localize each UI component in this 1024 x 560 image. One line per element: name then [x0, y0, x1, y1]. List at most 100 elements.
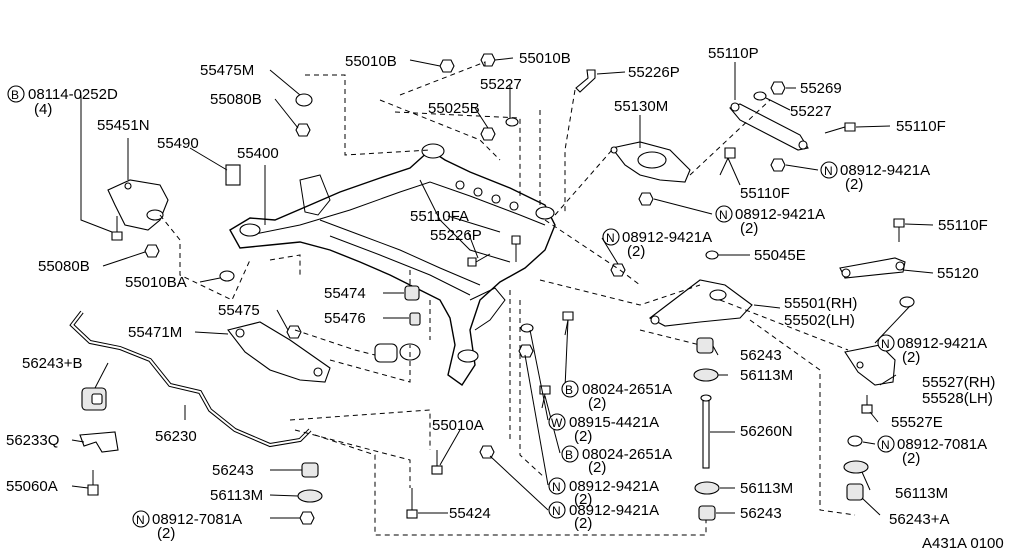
label-55226P-mid: 55226P — [430, 227, 482, 244]
label-08114: 08114-0252D — [28, 86, 118, 103]
symbol-nut-f: N — [552, 504, 561, 518]
label-08912-9421A-e: 08912-9421A — [569, 478, 659, 495]
washer-08915 — [520, 323, 534, 333]
washer-55045E — [705, 250, 719, 260]
bushing-55476 — [409, 312, 421, 326]
nut-08912-c — [610, 263, 626, 277]
nut-08912-e — [518, 344, 534, 358]
label-55475M: 55475M — [200, 62, 254, 79]
nut-55010BA — [219, 270, 235, 282]
bracket-55451N — [107, 179, 169, 231]
nut-55010B-2 — [480, 53, 496, 67]
nut-55080B-bot — [144, 244, 160, 258]
label-55110FA: 55110FA — [410, 208, 469, 225]
label-55010B-1: 55010B — [345, 53, 397, 70]
label-56243-r1: 56243 — [740, 347, 782, 364]
label-55110P: 55110P — [708, 45, 759, 62]
label-55010B-2: 55010B — [519, 50, 571, 67]
lateral-link-55110P — [729, 102, 809, 151]
bracket-55471M — [227, 321, 331, 383]
link-55120 — [839, 257, 906, 279]
stabilizer-bar-56230 — [69, 310, 312, 448]
trailing-arm-55130M — [610, 141, 691, 183]
label-08912-9421A-c: 08912-9421A — [622, 229, 712, 246]
label-55227-b: 55227 — [790, 103, 832, 120]
label-08912-9421A-b: 08912-9421A — [735, 206, 825, 223]
symbol-nut-d: N — [881, 337, 890, 351]
label-55451N: 55451N — [97, 117, 150, 134]
label-55490: 55490 — [157, 135, 199, 152]
nut-08912-b — [638, 192, 654, 206]
washer-56113M-r2 — [694, 481, 720, 495]
plate-55490 — [225, 164, 241, 186]
label-56243A: 56243+A — [889, 511, 949, 528]
label-08024-b: 08024-2651A — [582, 446, 672, 463]
rod-56260N — [700, 394, 712, 469]
symbol-washer: W — [551, 416, 563, 430]
label-56113M-r2: 56113M — [740, 480, 793, 497]
label-55010BA: 55010BA — [125, 274, 187, 291]
nut-08912-7081A-left — [299, 511, 315, 525]
bushing-55474 — [404, 285, 420, 301]
label-55400: 55400 — [237, 145, 279, 162]
bolt-55527E — [861, 395, 873, 414]
label-08912-9421A-c-qty: (2) — [627, 243, 645, 260]
bolt-55010A — [431, 450, 443, 475]
nut-55475M — [295, 93, 313, 107]
label-56230: 56230 — [155, 428, 197, 445]
control-arm-55501 — [648, 279, 753, 327]
part-labels: 55010B 55010B 55475M 55226P 55110P B 081… — [6, 45, 1004, 552]
label-08912-9421A-e-qty: (2) — [574, 491, 592, 508]
label-55269: 55269 — [800, 80, 842, 97]
symbol-nut-e: N — [552, 480, 561, 494]
label-08024-a-qty: (2) — [588, 395, 606, 412]
washer-55227-a — [753, 91, 767, 101]
bolt-55060A — [87, 470, 99, 496]
nut-55475 — [286, 325, 302, 339]
label-55120: 55120 — [937, 265, 979, 282]
bolt-55110FA — [511, 235, 521, 262]
symbol-nut-r: N — [881, 438, 890, 452]
bolt-55226P-mid — [467, 253, 491, 267]
label-08912-9421A-a: 08912-9421A — [840, 162, 930, 179]
bushing-56243-left — [301, 462, 319, 478]
label-08915: 08915-4421A — [569, 414, 659, 431]
washer-55227-b — [505, 117, 519, 127]
bolt-55110F-c — [893, 218, 905, 242]
label-08114-qty: (4) — [34, 101, 52, 118]
label-55080B-top: 55080B — [210, 91, 262, 108]
label-55045E: 55045E — [754, 247, 806, 264]
symbol-nut-a: N — [824, 164, 833, 178]
label-55476: 55476 — [324, 310, 366, 327]
bolt-55226P-top — [575, 69, 596, 93]
label-08912-9421A-f: 08912-9421A — [569, 502, 659, 519]
label-08024-b-qty: (2) — [588, 459, 606, 476]
label-08912-9421A-f-qty: (2) — [574, 515, 592, 532]
label-56260N: 56260N — [740, 423, 793, 440]
label-56233Q: 56233Q — [6, 432, 59, 449]
label-55527: 55527(RH) — [922, 374, 995, 391]
label-55025B: 55025B — [428, 100, 480, 117]
washer-56113M-left — [297, 489, 323, 503]
symbol-bolt: B — [11, 88, 19, 102]
nut-08912-7081A-right — [847, 435, 863, 447]
bushing-56243A — [846, 483, 864, 501]
leader-lines — [71, 57, 934, 519]
clamp-56233Q — [79, 431, 119, 453]
label-56113M-l: 56113M — [210, 487, 263, 504]
label-55424: 55424 — [449, 505, 491, 522]
label-56243B: 56243+B — [22, 355, 82, 372]
label-55226P-top: 55226P — [628, 64, 680, 81]
nut-55025B — [480, 127, 496, 141]
label-08912-7081A-l: 08912-7081A — [152, 511, 242, 528]
nut-08912-a — [770, 158, 786, 172]
bolt-55110F-a — [824, 122, 856, 134]
label-55010A: 55010A — [432, 417, 484, 434]
label-55502: 55502(LH) — [784, 312, 855, 329]
label-08912-9421A-d-qty: (2) — [902, 349, 920, 366]
label-08912-9421A-b-qty: (2) — [740, 220, 758, 237]
label-08912-9421A-d: 08912-9421A — [897, 335, 987, 352]
rear-crossmember-55400 — [229, 143, 556, 386]
nut-55269 — [770, 81, 786, 95]
bolt-55110F-b — [719, 147, 736, 176]
